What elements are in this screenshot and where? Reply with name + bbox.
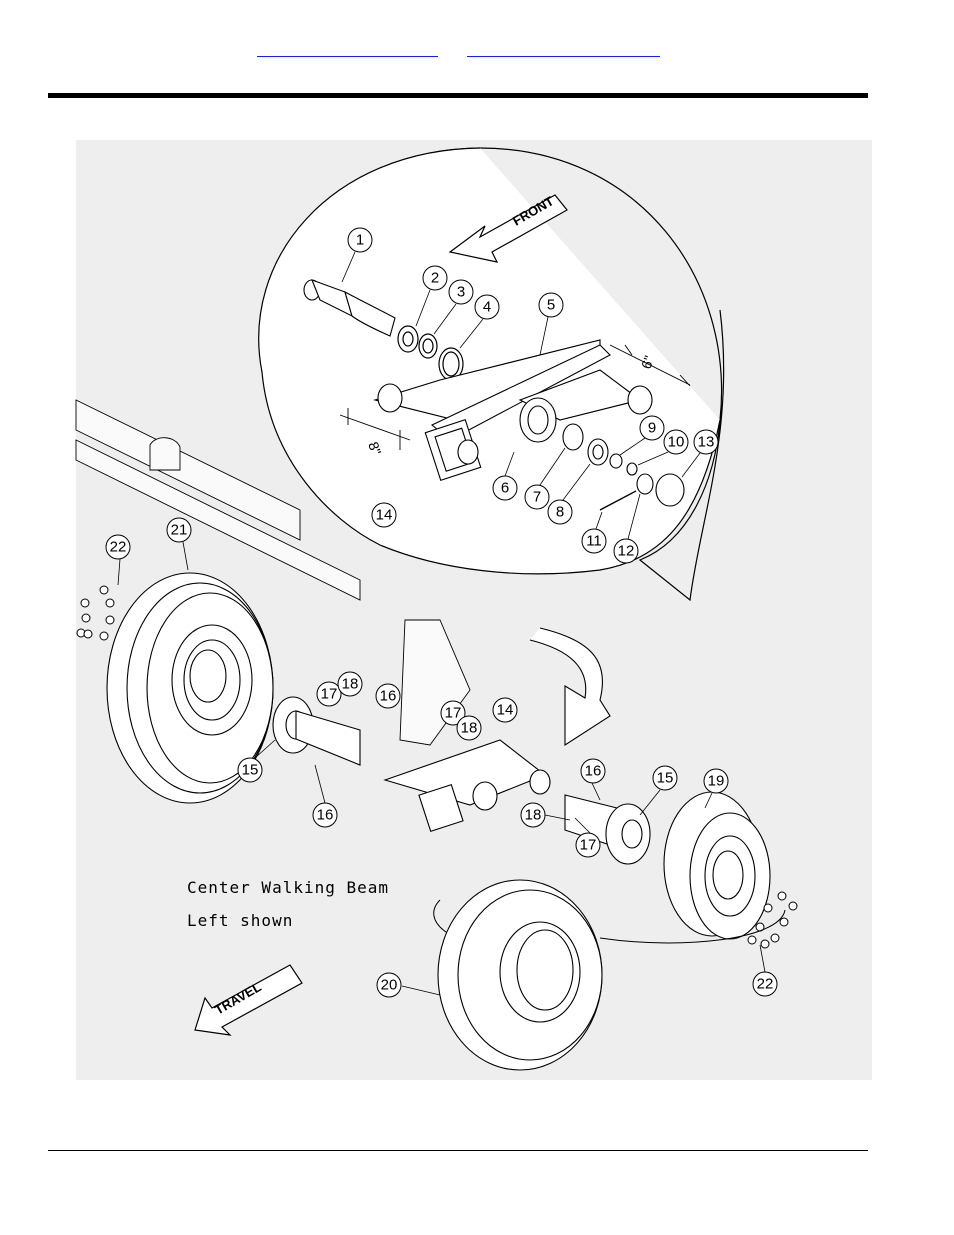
callout-7: 7 xyxy=(524,484,550,510)
callout-5: 5 xyxy=(538,292,564,318)
svg-text:21: 21 xyxy=(171,522,188,539)
callout-16-right: 16 xyxy=(580,758,606,784)
callout-17-right: 17 xyxy=(575,832,601,858)
callout-21: 21 xyxy=(166,517,192,543)
header-link-right[interactable] xyxy=(467,42,660,57)
center-walking-beam xyxy=(383,739,551,833)
seal-inner-part xyxy=(562,423,584,451)
callout-13: 13 xyxy=(693,429,719,455)
callout-14: 14 xyxy=(492,697,518,723)
caption-title: Center Walking Beam xyxy=(187,878,390,897)
svg-text:18: 18 xyxy=(525,807,542,824)
callout-22-left: 22 xyxy=(105,534,131,560)
svg-text:6: 6 xyxy=(501,480,509,497)
svg-text:10: 10 xyxy=(668,434,685,451)
callout-6: 6 xyxy=(492,475,518,501)
callout-20: 20 xyxy=(376,972,402,998)
callout-19: 19 xyxy=(703,768,729,794)
callout-1: 1 xyxy=(347,227,373,253)
left-hub xyxy=(272,696,361,766)
svg-text:12: 12 xyxy=(618,543,635,560)
svg-text:4: 4 xyxy=(483,299,491,316)
svg-text:9: 9 xyxy=(648,420,656,437)
svg-text:20: 20 xyxy=(381,977,398,994)
dimension-8-label: 8" xyxy=(365,440,384,457)
callout-10: 10 xyxy=(663,429,689,455)
walking-beam-detail xyxy=(372,339,653,481)
svg-text:7: 7 xyxy=(533,489,541,506)
svg-text:18: 18 xyxy=(342,676,359,693)
callout-18-right: 18 xyxy=(520,802,546,828)
castle-nut-part xyxy=(636,473,654,495)
callout-16-center: 16 xyxy=(375,683,401,709)
caption-subtitle: Left shown xyxy=(187,911,294,930)
callout-9: 9 xyxy=(639,415,665,441)
callout-16-left: 16 xyxy=(312,802,338,828)
right-rim xyxy=(663,791,771,940)
right-hub xyxy=(564,794,651,865)
dimension-6-label: 6" xyxy=(638,354,657,371)
left-wheel xyxy=(106,572,274,804)
detail-pointer-arrow xyxy=(529,627,611,747)
svg-text:22: 22 xyxy=(757,976,774,993)
svg-text:16: 16 xyxy=(380,688,397,705)
svg-text:17: 17 xyxy=(580,837,597,854)
svg-text:17: 17 xyxy=(445,705,462,722)
callout-17-left: 17 xyxy=(316,681,342,707)
callout-18-center: 18 xyxy=(456,715,482,741)
callout-14-detail: 14 xyxy=(371,502,397,528)
svg-text:22: 22 xyxy=(110,539,127,556)
callout-22-right: 22 xyxy=(752,971,778,997)
callout-12: 12 xyxy=(613,538,639,564)
svg-text:8: 8 xyxy=(556,504,564,521)
washer-part xyxy=(609,453,623,469)
dimension-marks xyxy=(339,344,691,450)
svg-text:2: 2 xyxy=(431,270,439,287)
travel-arrow: TRAVEL xyxy=(194,964,303,1036)
right-wheel xyxy=(437,879,603,1071)
svg-text:3: 3 xyxy=(457,284,465,301)
leader-lines xyxy=(117,251,766,996)
svg-text:14: 14 xyxy=(376,507,393,524)
svg-text:17: 17 xyxy=(321,686,338,703)
svg-text:19: 19 xyxy=(708,773,725,790)
svg-text:11: 11 xyxy=(586,533,602,550)
svg-text:5: 5 xyxy=(547,297,555,314)
callout-3: 3 xyxy=(448,279,474,305)
callout-11: 11 xyxy=(581,528,607,554)
callout-4: 4 xyxy=(474,294,500,320)
footer-rule xyxy=(48,1150,868,1151)
header-link-left[interactable] xyxy=(257,42,438,57)
svg-text:15: 15 xyxy=(242,762,259,779)
svg-text:16: 16 xyxy=(585,763,602,780)
left-lug-nuts xyxy=(76,585,115,641)
callout-18-left: 18 xyxy=(337,671,363,697)
svg-text:16: 16 xyxy=(317,807,334,824)
svg-text:1: 1 xyxy=(356,232,364,249)
svg-text:13: 13 xyxy=(698,434,715,451)
callout-15-left: 15 xyxy=(237,757,263,783)
dust-cap-part xyxy=(655,473,685,507)
spindle-part xyxy=(303,279,396,337)
svg-text:14: 14 xyxy=(497,702,514,719)
header-rule xyxy=(48,93,868,98)
svg-text:15: 15 xyxy=(657,770,674,787)
cotter-pin-part xyxy=(599,490,637,511)
callout-8: 8 xyxy=(547,499,573,525)
frame-tongue xyxy=(75,399,471,746)
callout-15-right: 15 xyxy=(652,765,678,791)
callout-17-center: 17 xyxy=(440,700,466,726)
right-lug-nuts xyxy=(747,891,798,949)
detail-magnifier xyxy=(258,147,721,575)
nut-part xyxy=(626,462,638,476)
callout-2: 2 xyxy=(422,265,448,291)
svg-text:18: 18 xyxy=(461,720,478,737)
